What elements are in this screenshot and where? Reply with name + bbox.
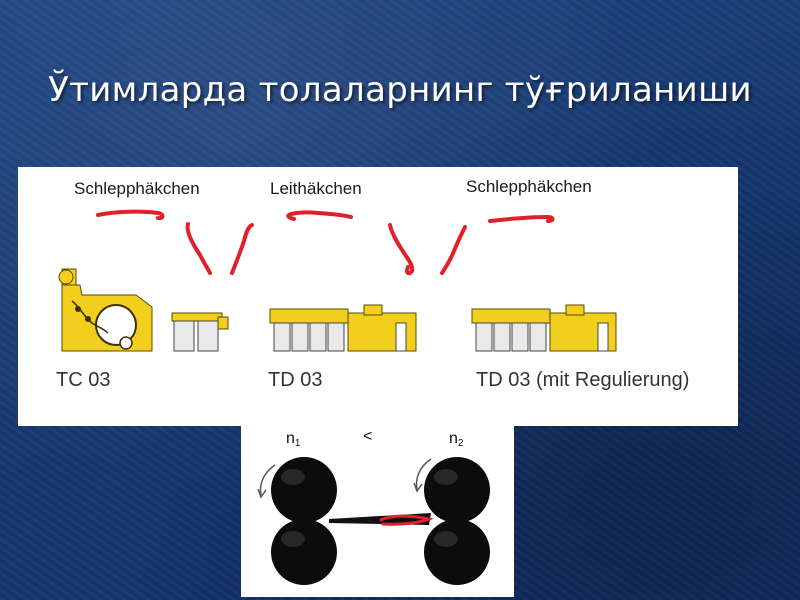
roller-diagram: n1 < n2	[257, 428, 490, 585]
fiber-leading-hook	[286, 210, 353, 221]
roller-pair-right	[424, 457, 490, 585]
fiber-hook-red	[379, 514, 435, 526]
label-trailing-hook-right: Schlepphäkchen	[466, 177, 592, 196]
fiber-angled-1	[185, 222, 212, 275]
draw-frame-td03-regulated	[471, 304, 617, 352]
rotation-arrow-right	[413, 458, 432, 493]
label-leading-hook: Leithäkchen	[270, 179, 362, 198]
fiber-trailing-hook-right	[488, 214, 555, 223]
fiber-angled-4	[440, 225, 467, 275]
label-td03-regulated: TD 03 (mit Regulierung)	[476, 369, 689, 391]
can-station	[171, 312, 229, 352]
machine-diagram: Schlepphäkchen Leithäkchen Schlepphäkche…	[56, 177, 689, 391]
label-td03: TD 03	[268, 369, 322, 391]
slide-title: Ўтимларда толаларнинг тўғриланиши	[48, 70, 752, 110]
label-tc03: TC 03	[56, 369, 110, 391]
fiber-angled-2	[230, 223, 254, 275]
machine-diagram-panel: Schlepphäkchen Leithäkchen Schlepphäkche…	[18, 167, 738, 426]
roller-diagram-panel: n1 < n2	[241, 425, 514, 597]
draw-frame-td03	[269, 304, 417, 352]
label-n2: n2	[449, 430, 464, 449]
fiber-trailing-hook-left	[96, 209, 165, 221]
card-machine-tc03	[58, 268, 153, 352]
label-trailing-hook-left: Schlepphäkchen	[74, 179, 200, 198]
label-speed-comparison: <	[363, 428, 372, 445]
label-n1: n1	[286, 430, 301, 449]
fiber-angled-3	[388, 223, 415, 276]
rotation-arrow-left	[257, 464, 276, 499]
roller-pair-left	[271, 457, 337, 585]
